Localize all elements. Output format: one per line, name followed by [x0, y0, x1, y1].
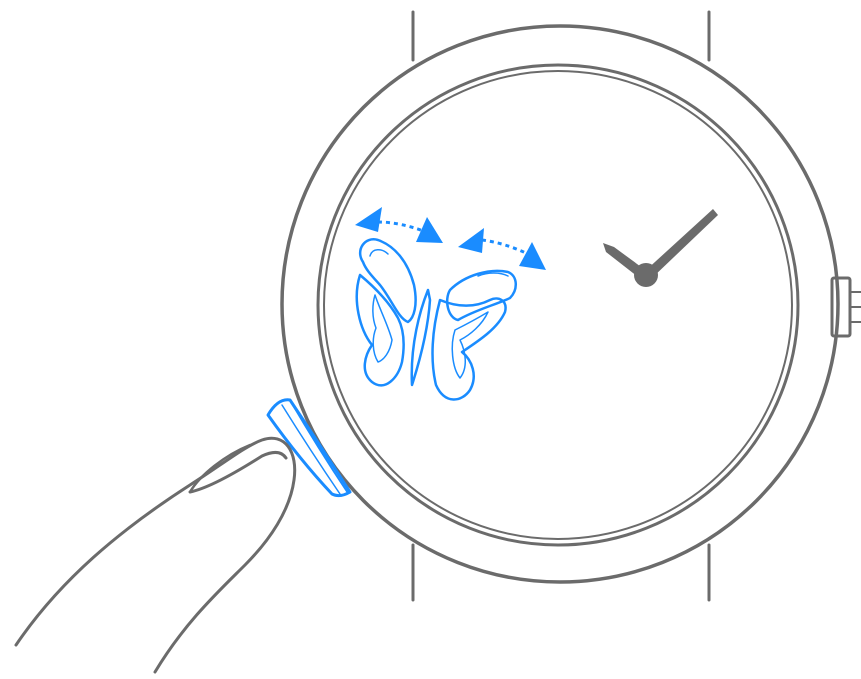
watch-case — [282, 26, 838, 582]
pusher-button-icon — [268, 400, 350, 496]
finger-icon — [16, 438, 295, 672]
butterfly-icon — [357, 239, 516, 399]
flap-arrow-icon — [355, 207, 443, 243]
watch-hands — [603, 209, 718, 287]
flap-arrow-icon — [458, 228, 546, 270]
hand-pivot — [634, 263, 658, 287]
